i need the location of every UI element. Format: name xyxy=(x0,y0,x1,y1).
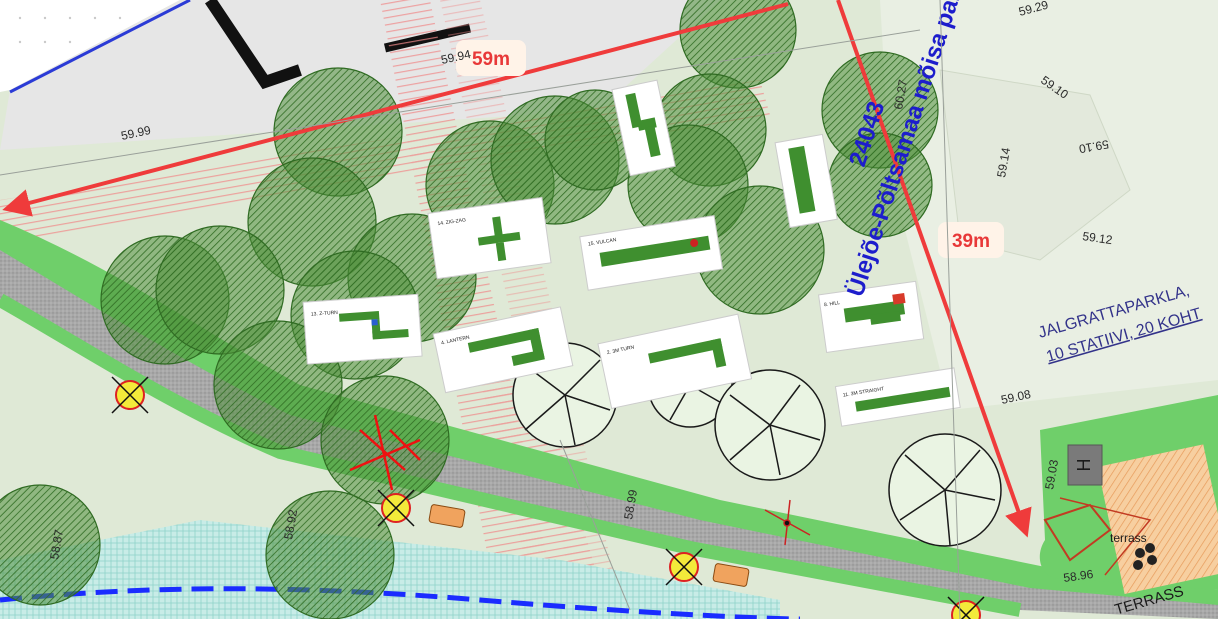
lamp-post xyxy=(377,489,415,527)
elevation-label: 59.94 xyxy=(440,47,473,67)
elevation-label: 58.99 xyxy=(621,488,640,520)
depth-arrow xyxy=(836,0,1032,538)
tree-canopy xyxy=(0,484,101,606)
terrace-label: terrass xyxy=(1110,531,1147,545)
elevation-label: 59.99 xyxy=(120,123,153,143)
terrace-structure xyxy=(1043,503,1112,562)
elevation-label: 58.96 xyxy=(1062,567,1094,585)
width-measurement-label: 59m xyxy=(472,49,510,70)
obstacle-card: 8. HILL xyxy=(818,280,925,353)
obstacle-card-title: 4. LANTERN xyxy=(441,334,471,346)
meadow-plot xyxy=(939,69,1131,261)
elevation-label: 59.08 xyxy=(1000,387,1033,407)
tree-canopy xyxy=(265,490,395,619)
bench xyxy=(712,563,750,587)
terrace-path xyxy=(1059,497,1152,576)
obstacle-card xyxy=(774,133,838,229)
obstacle-card: 15. VULCAN xyxy=(579,214,724,291)
elevation-label: 59.03 xyxy=(1042,458,1061,490)
obstacle-card xyxy=(611,79,676,177)
width-label-box: 59m xyxy=(456,40,526,76)
obstacle-card: 13. Z-TURN xyxy=(302,293,423,365)
deciduous-tree-symbol xyxy=(888,433,1002,547)
removed-tree-marker xyxy=(349,414,421,491)
width-arrow xyxy=(2,2,789,217)
elevation-label: 60.27 xyxy=(891,78,910,110)
depth-measurement-label: 39m xyxy=(952,231,990,252)
lamp-post xyxy=(111,376,149,414)
elevation-label: 58.87 xyxy=(47,528,66,560)
obstacle-card-title: 14. ZIG-ZAG xyxy=(437,217,466,227)
terrace-furniture xyxy=(1133,543,1157,570)
obstacle-card-title: 8. HILL xyxy=(824,300,841,308)
elevation-label: 59.12 xyxy=(1082,229,1114,247)
building-wall xyxy=(205,0,302,90)
lamp-post xyxy=(947,596,985,619)
lamp-posts xyxy=(111,376,985,619)
measurement-arrows xyxy=(2,0,1032,538)
boundary-blue-line xyxy=(9,0,191,94)
obstacle-card-title: 13. Z-TURN xyxy=(311,310,339,318)
elevation-label: 59.10 xyxy=(1078,137,1110,156)
heliport-box xyxy=(1067,444,1103,486)
obstacle-card: 11. 3M STRAIGHT xyxy=(834,367,961,427)
elevation-label: 59.14 xyxy=(994,146,1013,178)
obstacle-card: 4. LANTERN xyxy=(432,306,574,394)
obstacle-card: 14. ZIG-ZAG xyxy=(427,196,552,280)
benches xyxy=(428,504,750,587)
tree-canopy xyxy=(320,375,450,505)
heliport-symbol: H xyxy=(1074,459,1094,472)
bench xyxy=(428,504,466,528)
survey-lines xyxy=(0,0,961,619)
obstacle-card: 2. 3M TURN xyxy=(597,313,753,410)
dot-grid xyxy=(18,16,122,44)
lamp-post xyxy=(665,548,703,586)
river-line xyxy=(0,586,801,619)
obstacle-card-title: 2. 3M TURN xyxy=(606,344,635,356)
obstacle-cards: 13. Z-TURN 14. ZIG-ZAG 15. VULCAN 4. LAN… xyxy=(302,79,961,427)
obstacle-card-title: 15. VULCAN xyxy=(588,237,618,247)
deciduous-tree-symbol xyxy=(714,369,826,481)
map-edge-blank xyxy=(0,0,180,92)
tree-canopy xyxy=(155,225,285,355)
survey-point xyxy=(764,499,811,546)
elevation-label: 58.92 xyxy=(281,508,300,540)
depth-label-box: 39m xyxy=(938,222,1004,258)
terrace-area xyxy=(1097,444,1218,594)
